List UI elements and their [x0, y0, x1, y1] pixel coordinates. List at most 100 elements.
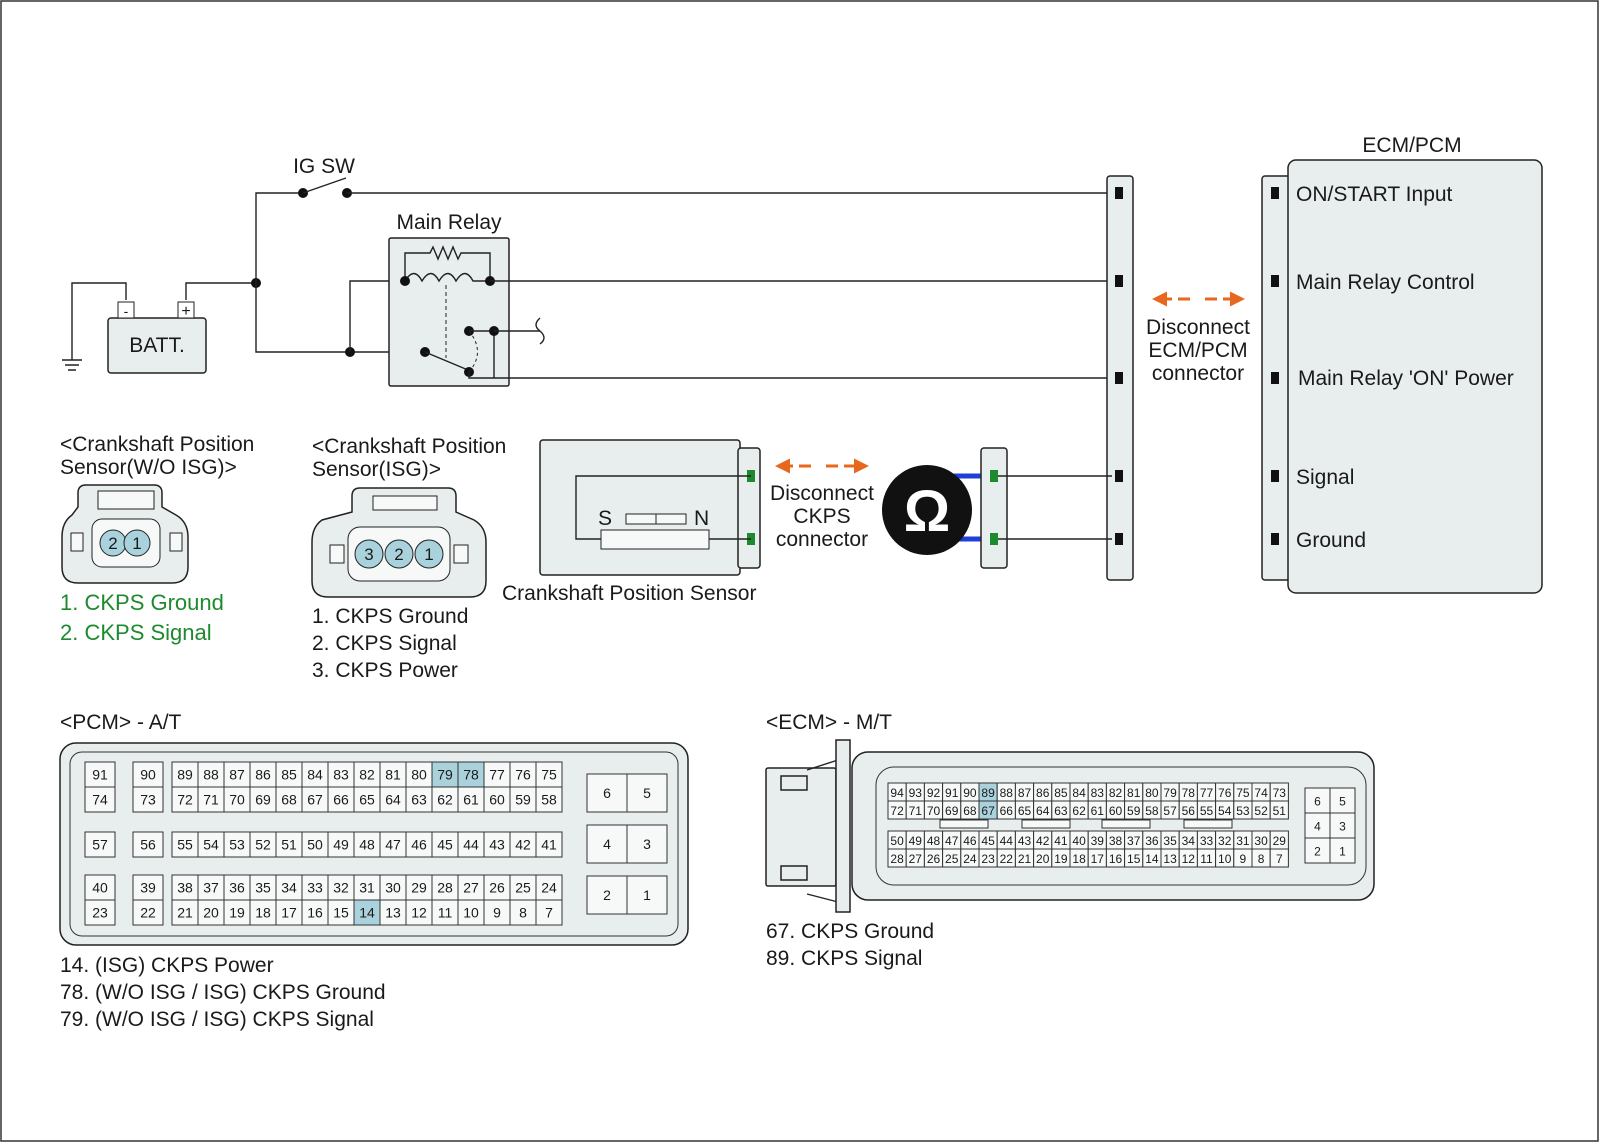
ohmmeter: Ω: [882, 447, 1112, 569]
pin-number: 69: [945, 804, 959, 818]
pin-cell: [1269, 848, 1289, 868]
pin-cell: [626, 824, 668, 864]
ohm-symbol: Ω: [904, 479, 951, 544]
pin-number: 91: [92, 767, 108, 783]
pin-cell: [132, 761, 164, 788]
pin-number: 52: [1254, 804, 1268, 818]
pin-number: 14: [1145, 852, 1159, 866]
pin-number: 6: [1314, 795, 1321, 809]
pin-cell: [353, 761, 381, 788]
pin-cell: [84, 831, 116, 858]
ecm-pin-on-start: ON/START Input: [1296, 183, 1453, 206]
pin-number: 50: [890, 834, 904, 848]
pin-cell: [509, 786, 537, 813]
pin-number: 31: [1236, 834, 1250, 848]
pin-number: 86: [1036, 786, 1050, 800]
main-relay: [388, 237, 510, 387]
pin-number: 81: [385, 767, 401, 783]
pin-cell: [535, 899, 563, 926]
pin-number: 14: [359, 905, 375, 921]
pin-number: 15: [1127, 852, 1141, 866]
ecm-mt-legend-1: 67. CKPS Ground: [766, 920, 934, 943]
pin-cell: [431, 831, 459, 858]
pin-number: 28: [890, 852, 904, 866]
pin-cell: [301, 786, 329, 813]
isg-pin-3: 3: [364, 545, 373, 564]
pin-number: 37: [1127, 834, 1141, 848]
pcm-legend-1: 14. (ISG) CKPS Power: [60, 954, 274, 977]
pin-number: 49: [333, 837, 349, 853]
pin-cell: [535, 874, 563, 901]
pin-number: 85: [1054, 786, 1068, 800]
pin-number: 43: [489, 837, 505, 853]
isg-pin-2: 2: [394, 545, 403, 564]
pin-number: 72: [890, 804, 904, 818]
pin-number: 27: [909, 852, 923, 866]
pin-number: 77: [1200, 786, 1214, 800]
pin-cell: [379, 874, 407, 901]
ecm-pin-signal: Signal: [1296, 466, 1354, 489]
pin-number: 56: [1182, 804, 1196, 818]
pin-cell: [327, 786, 355, 813]
pin-number: 76: [515, 767, 531, 783]
pin-number: 25: [515, 880, 531, 896]
pin-number: 39: [1091, 834, 1105, 848]
pin-cell: [457, 874, 485, 901]
pin-number: 42: [515, 837, 531, 853]
pin-number: 4: [603, 836, 611, 852]
pin-number: 35: [255, 880, 271, 896]
pin-cell: [457, 899, 485, 926]
pin-cell: [431, 899, 459, 926]
pin-number: 22: [1000, 852, 1014, 866]
pin-number: 26: [927, 852, 941, 866]
pin-number: 59: [1127, 804, 1141, 818]
pin-cell: [327, 874, 355, 901]
pin-cell: [431, 786, 459, 813]
pin-number: 1: [643, 887, 651, 903]
pin-number: 67: [981, 804, 995, 818]
pin-number: 22: [140, 905, 156, 921]
wo-isg-legend-1: 1. CKPS Ground: [60, 590, 224, 615]
pin-number: 71: [909, 804, 923, 818]
pin-cell: [171, 899, 199, 926]
pin-number: 16: [1109, 852, 1123, 866]
pin-number: 37: [203, 880, 219, 896]
ecm-mt-legend-2: 89. CKPS Signal: [766, 947, 922, 970]
pin-cell: [275, 899, 303, 926]
pin-number: 2: [1314, 845, 1321, 859]
pin-number: 15: [333, 905, 349, 921]
pin-number: 83: [1091, 786, 1105, 800]
pin-number: 64: [1036, 804, 1050, 818]
pin-number: 66: [333, 792, 349, 808]
pin-cell: [626, 773, 668, 813]
pin-number: 39: [140, 880, 156, 896]
pin-cell: [483, 831, 511, 858]
ecm-pin-main-relay-control: Main Relay Control: [1296, 271, 1475, 294]
pin-number: 62: [1072, 804, 1086, 818]
pin-number: 89: [177, 767, 193, 783]
pin-number: 51: [281, 837, 297, 853]
pin-cell: [535, 786, 563, 813]
disconnect-ckps-line2: CKPS: [793, 505, 850, 528]
pin-cell: [84, 761, 116, 788]
pin-number: 88: [1000, 786, 1014, 800]
sensor-s-pole: S: [598, 507, 612, 530]
pin-number: 12: [1182, 852, 1196, 866]
pin-number: 7: [1276, 852, 1283, 866]
pin-cell: [327, 761, 355, 788]
pin-cell: [132, 899, 164, 926]
pin-cell: [327, 899, 355, 926]
pin-number: 87: [229, 767, 245, 783]
pin-number: 55: [1200, 804, 1214, 818]
isg-legend-1: 1. CKPS Ground: [312, 605, 468, 628]
pin-number: 60: [489, 792, 505, 808]
pin-number: 13: [385, 905, 401, 921]
ig-sw-label: IG SW: [293, 155, 355, 178]
pin-number: 8: [519, 905, 527, 921]
pin-number: 69: [255, 792, 271, 808]
pin-number: 44: [1000, 834, 1014, 848]
